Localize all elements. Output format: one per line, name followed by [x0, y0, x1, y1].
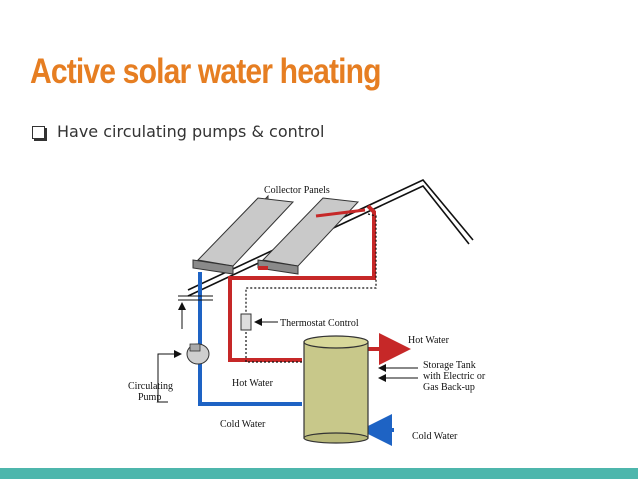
label-storage-tank-1: Storage Tank: [423, 360, 476, 371]
label-pump: Pump: [138, 392, 161, 403]
footer-accent-bar: [0, 468, 638, 479]
pump-icon: [186, 343, 210, 365]
label-collector-panels: Collector Panels: [264, 185, 330, 196]
slide-title: Active solar water heating: [30, 52, 382, 91]
label-hot-water-loop: Hot Water: [232, 378, 274, 389]
checkbox-bullet-icon: [32, 125, 45, 139]
hot-water-pipe: [228, 204, 411, 365]
bullet-text: Have circulating pumps & control: [57, 122, 325, 141]
thermostat-wire: [245, 213, 377, 363]
label-thermostat-control: Thermostat Control: [280, 318, 359, 329]
solar-water-heating-diagram: Collector Panels Thermostat Control Hot …: [128, 179, 486, 446]
label-storage-tank-3: Gas Back-up: [423, 382, 475, 393]
label-circulating: Circulating: [128, 381, 173, 392]
label-cold-water-loop: Cold Water: [220, 419, 266, 430]
collector-panel-left: [192, 194, 295, 275]
storage-tank: [303, 335, 369, 444]
label-hot-water-out: Hot Water: [408, 335, 450, 346]
thermostat-icon: [240, 313, 252, 331]
bullet-item: Have circulating pumps & control: [32, 122, 324, 141]
cold-water-pipe: [198, 272, 394, 446]
label-cold-water-in: Cold Water: [412, 431, 458, 442]
label-storage-tank-2: with Electric or: [423, 371, 486, 382]
